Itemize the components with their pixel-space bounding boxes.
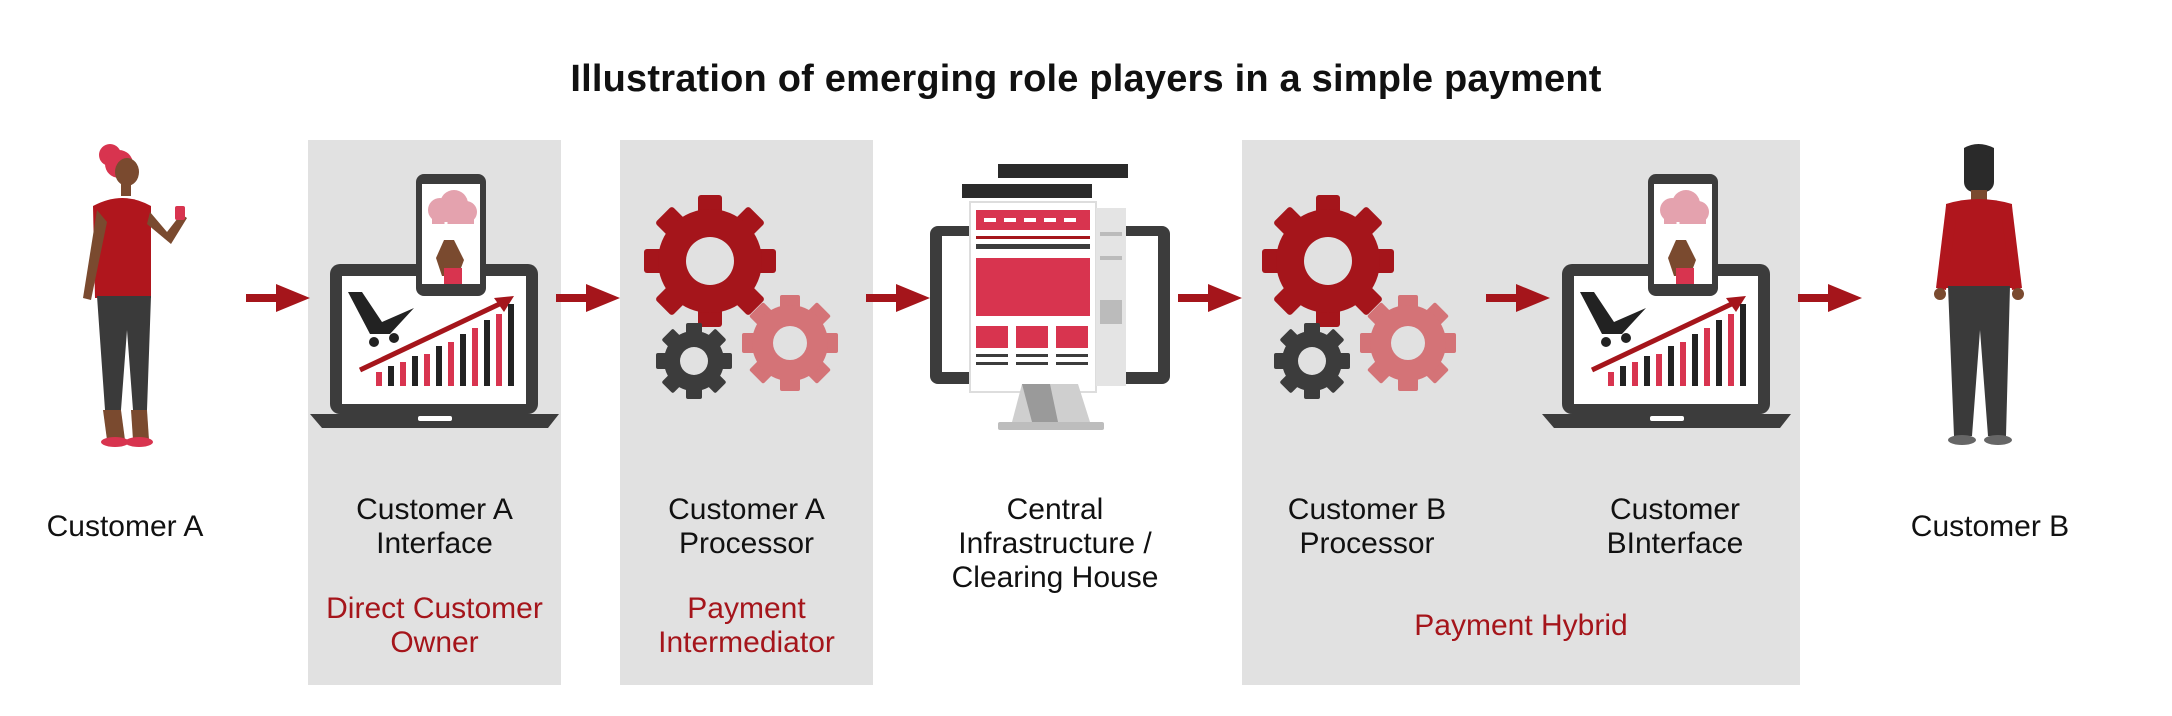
role-payment-intermediator: Payment Intermediator	[658, 592, 835, 659]
arrow-icon	[246, 284, 310, 312]
label-customer-b-processor: Customer B Processor	[1287, 493, 1447, 560]
label-customer-b: Customer B	[1910, 510, 2070, 543]
label-central-infrastructure: Central Infrastructure / Clearing House	[951, 493, 1159, 594]
customer-b-processor-gears-icon	[1262, 195, 1456, 399]
central-infrastructure-monitor-icon	[930, 164, 1170, 430]
role-payment-hybrid: Payment Hybrid	[1414, 609, 1628, 642]
label-customer-a: Customer A	[46, 510, 204, 543]
arrow-icon	[1486, 284, 1550, 312]
role-direct-customer-owner: Direct Customer Owner	[326, 592, 543, 659]
customer-a-interface-laptop-icon	[310, 174, 559, 428]
label-customer-b-interface: Customer BInterface	[1606, 493, 1744, 560]
arrow-icon	[866, 284, 930, 312]
arrow-icon	[1798, 284, 1862, 312]
label-customer-a-interface: Customer A Interface	[356, 493, 513, 560]
arrow-icon	[556, 284, 620, 312]
customer-b-person-icon	[1934, 144, 2024, 445]
arrow-icon	[1178, 284, 1242, 312]
diagram-title: Illustration of emerging role players in…	[570, 58, 1602, 100]
label-customer-a-processor: Customer A Processor	[668, 493, 825, 560]
customer-b-interface-laptop-icon	[1542, 174, 1791, 428]
customer-a-processor-gears-icon	[644, 195, 838, 399]
customer-a-person-icon	[83, 144, 187, 447]
